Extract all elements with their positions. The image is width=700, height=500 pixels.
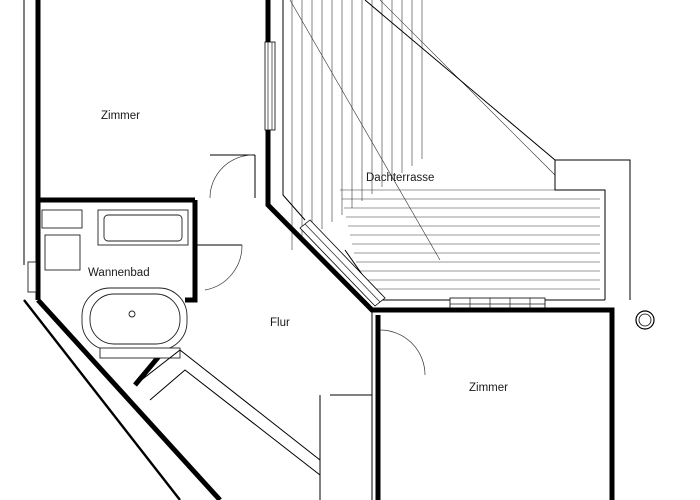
dachterrasse-deck: [289, 0, 600, 290]
staircase: [134, 349, 372, 500]
door-zimmer-top: [209, 154, 256, 199]
room-label-flur: Flur: [270, 317, 290, 329]
door-zimmer-bottom: [379, 329, 426, 376]
room-label-wannenbad: Wannenbad: [88, 267, 150, 279]
room-label-zimmer-bottom: Zimmer: [469, 382, 508, 394]
door-wannenbad: [197, 244, 243, 291]
room-label-zimmer-top: Zimmer: [101, 110, 140, 122]
window-top-room: [264, 41, 276, 131]
column-icon: [635, 310, 655, 330]
room-label-dachterrasse: Dachterrasse: [366, 172, 434, 184]
room-wannenbad: Wannenbad: [27, 209, 189, 359]
window-diagonal: [299, 219, 386, 307]
